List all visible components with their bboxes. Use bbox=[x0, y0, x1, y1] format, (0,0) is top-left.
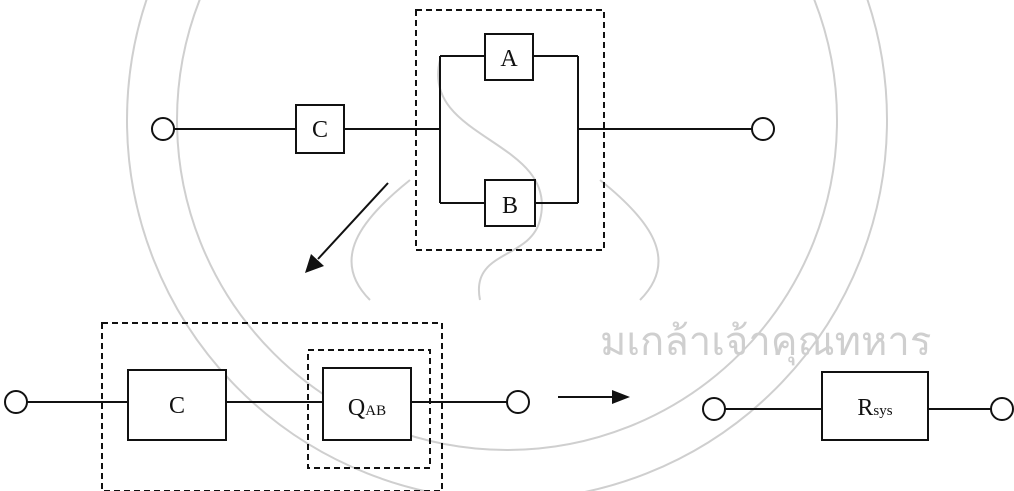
block-rsys-label: Rsys bbox=[857, 395, 892, 421]
watermark-text: มเกล้าเจ้าคุณทหาร bbox=[600, 319, 931, 366]
block-c-bottom bbox=[127, 369, 227, 441]
input-terminal-result bbox=[702, 397, 726, 421]
series-group-outline bbox=[101, 322, 443, 491]
input-terminal bbox=[151, 117, 175, 141]
university-seal-watermark: มเกล้าเจ้าคุณทหาร bbox=[126, 0, 931, 491]
reduction-arrow-diagonal bbox=[305, 182, 389, 273]
block-b bbox=[484, 179, 536, 227]
qab-group-outline bbox=[307, 349, 431, 469]
output-terminal-bottom bbox=[506, 390, 530, 414]
output-terminal bbox=[751, 117, 775, 141]
qab-subscript: AB bbox=[365, 403, 386, 419]
block-b-label: B bbox=[502, 193, 518, 219]
reduction-arrow-horizontal bbox=[558, 390, 630, 404]
block-qab-label: QAB bbox=[348, 395, 386, 421]
rsys-main: R bbox=[857, 395, 873, 421]
block-rsys bbox=[821, 371, 929, 441]
output-terminal-result bbox=[990, 397, 1014, 421]
top-diagram: C A B bbox=[151, 9, 775, 251]
result-diagram: Rsys bbox=[702, 371, 1014, 441]
parallel-group-outline bbox=[415, 9, 605, 251]
block-c-bottom-label: C bbox=[169, 393, 185, 419]
qab-main: Q bbox=[348, 395, 365, 421]
block-qab bbox=[322, 367, 412, 441]
block-c-label: C bbox=[312, 117, 328, 143]
bottom-diagram: C QAB bbox=[4, 322, 530, 491]
input-terminal-bottom bbox=[4, 390, 28, 414]
rsys-subscript: sys bbox=[873, 403, 892, 419]
block-a bbox=[484, 33, 534, 81]
block-c bbox=[295, 104, 345, 154]
block-a-label: A bbox=[500, 46, 518, 72]
